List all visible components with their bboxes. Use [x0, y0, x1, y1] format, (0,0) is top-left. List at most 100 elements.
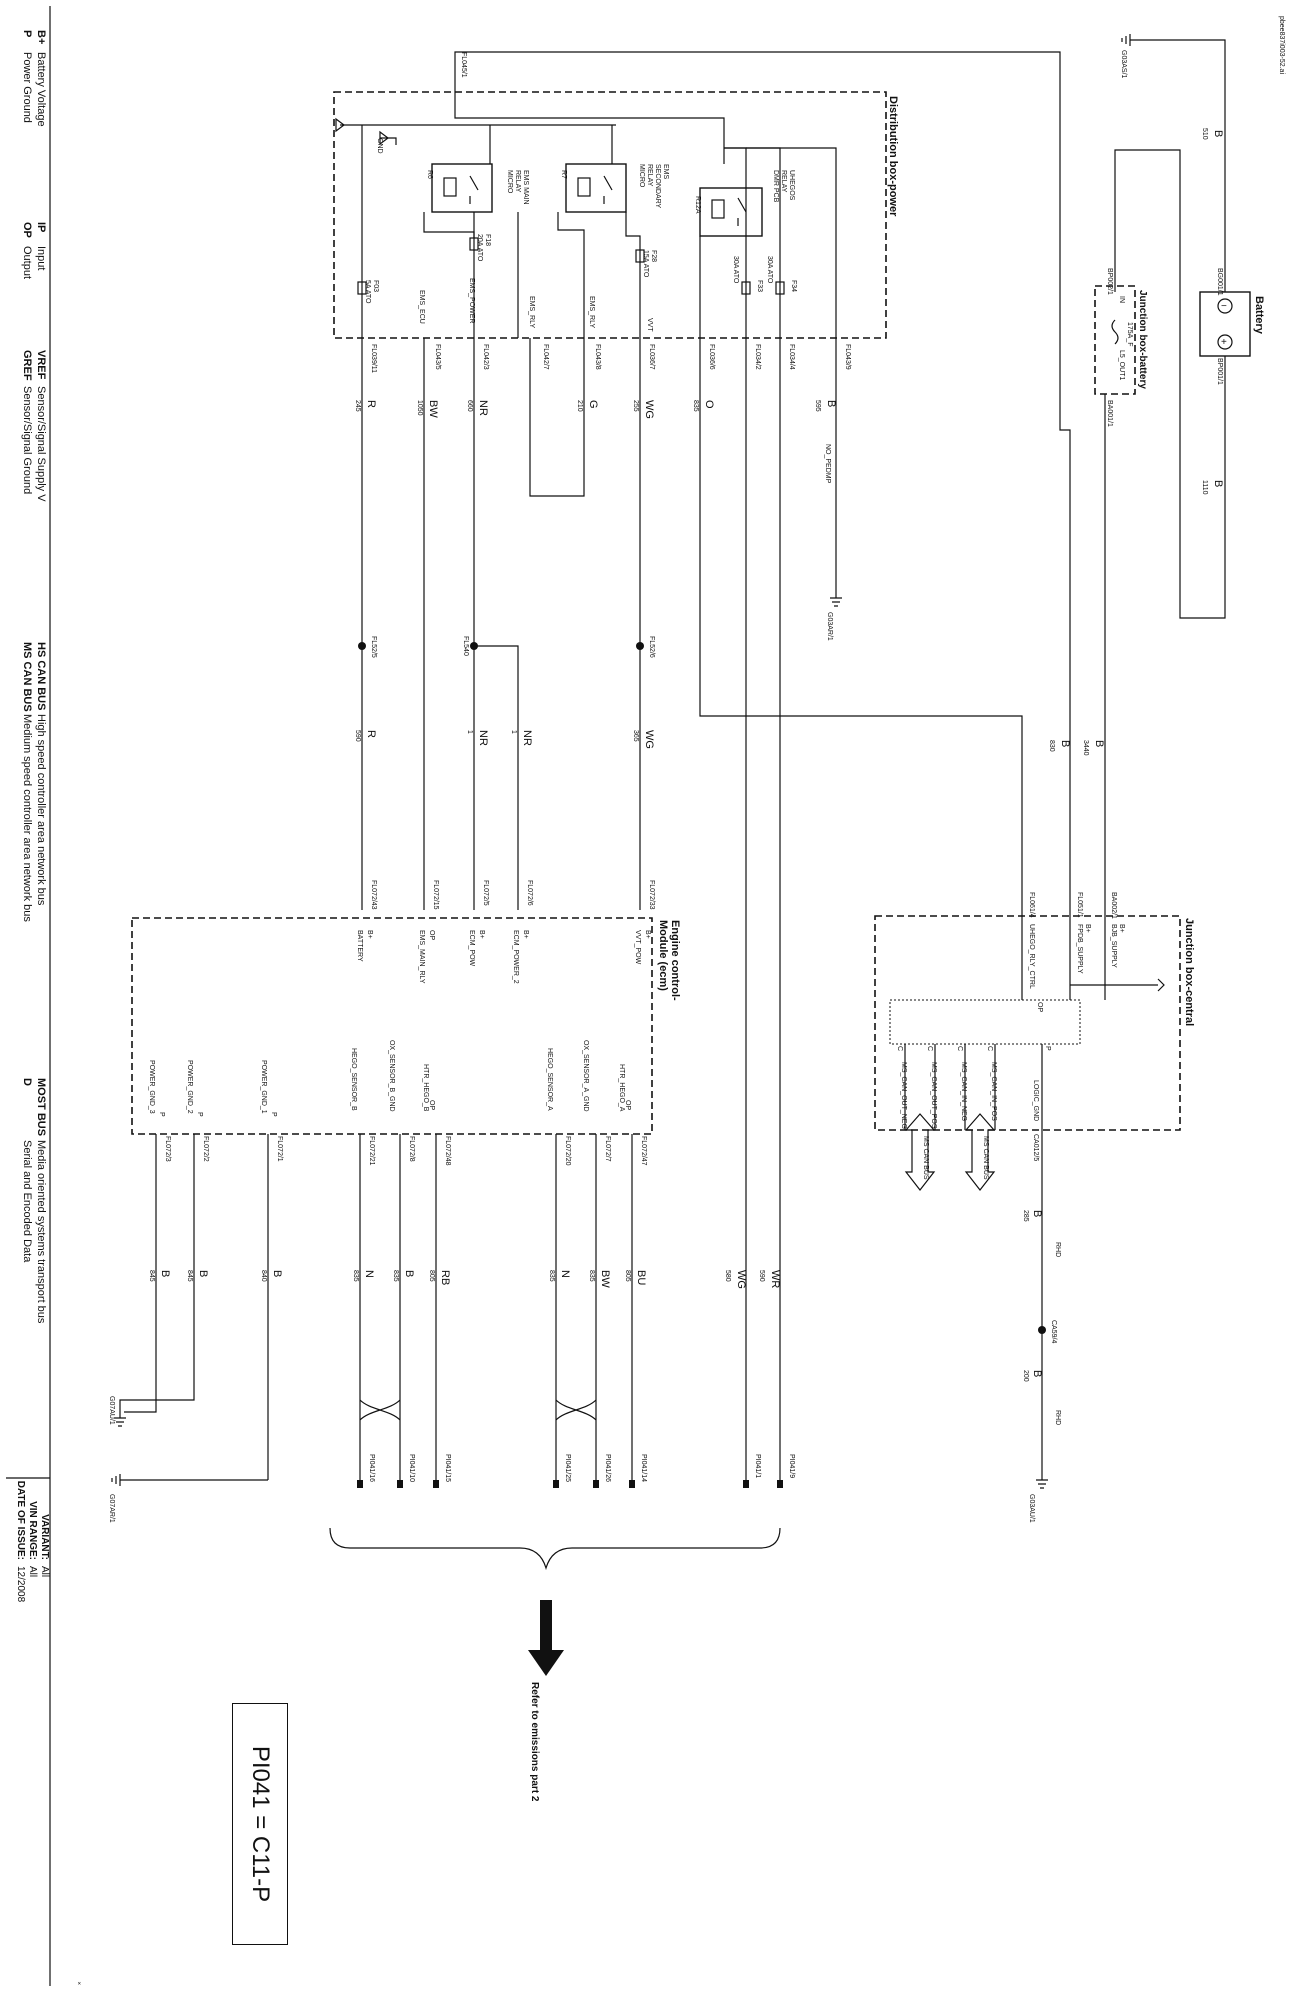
splice-ca594	[1038, 1326, 1046, 1334]
svg-text:B: B	[1212, 130, 1224, 137]
relay-r12a	[699, 187, 763, 237]
svg-text:830: 830	[1048, 740, 1055, 752]
svg-text:Medium speed controller area n: Medium speed controller area network bus	[21, 714, 33, 922]
svg-text:B+: B+	[644, 930, 651, 939]
svg-text:P: P	[196, 1112, 203, 1117]
svg-text:WG: WG	[643, 400, 655, 419]
svg-text:HTR_HEGO_A: HTR_HEGO_A	[618, 1064, 625, 1112]
svg-text:HEGO_SENSOR_B: HEGO_SENSOR_B	[350, 1048, 357, 1111]
svg-text:210: 210	[576, 400, 583, 412]
svg-text:805: 805	[428, 1270, 435, 1282]
svg-text:LOGIC_GND: LOGIC_GND	[1032, 1080, 1039, 1121]
svg-text:N: N	[559, 1270, 571, 1278]
svg-text:835: 835	[548, 1270, 555, 1282]
ground-g03ar1-symbol	[830, 597, 842, 607]
ground-g03as1-symbol	[1121, 34, 1131, 46]
engine-control-module	[131, 917, 653, 1135]
distribution-box-power-label: Distribution box-power	[887, 96, 899, 217]
svg-text:Input: Input	[35, 246, 47, 270]
svg-text:FL540: FL540	[462, 636, 469, 656]
connector-pins	[357, 1480, 635, 1488]
svg-text:POWER_GND_3: POWER_GND_3	[148, 1060, 155, 1114]
svg-text:FL072/8: FL072/8	[408, 1136, 415, 1162]
svg-text:POWER_GND_1: POWER_GND_1	[260, 1060, 267, 1114]
svg-text:EMS: EMS	[662, 164, 669, 180]
svg-text:FPDB_SUPPLY: FPDB_SUPPLY	[1076, 924, 1083, 974]
svg-text:FL072/1: FL072/1	[276, 1136, 283, 1162]
splice-fl540	[470, 642, 478, 650]
svg-text:BW: BW	[427, 400, 439, 418]
ecm-label-line1: Engine control-	[669, 920, 681, 1001]
relay-r7	[565, 163, 627, 213]
svg-text:MS CAN BUS: MS CAN BUS	[922, 1136, 929, 1180]
battery-label: Battery	[1253, 296, 1265, 335]
svg-text:30A ATO: 30A ATO	[766, 256, 773, 284]
svg-text:PI041/16: PI041/16	[368, 1454, 375, 1482]
svg-text:Sensor/Signal Supply V: Sensor/Signal Supply V	[35, 386, 47, 502]
svg-text:20A ATO: 20A ATO	[476, 234, 483, 262]
svg-text:F03: F03	[372, 280, 379, 292]
svg-text:FL036/7: FL036/7	[648, 344, 655, 370]
svg-text:EMS_ECU: EMS_ECU	[418, 290, 425, 324]
svg-text:1050: 1050	[416, 400, 423, 416]
svg-text:MS CAN BUS: MS CAN BUS	[982, 1136, 989, 1180]
svg-text:SECONDARY: SECONDARY	[654, 164, 661, 209]
svg-text:FL039/11: FL039/11	[370, 344, 377, 373]
svg-text:FL52/6: FL52/6	[648, 636, 655, 658]
svg-text:255: 255	[632, 400, 639, 412]
svg-text:O: O	[703, 400, 715, 409]
relay-r6	[431, 163, 493, 213]
svg-text:FL034/2: FL034/2	[754, 344, 761, 370]
splice-fl525	[358, 642, 366, 650]
svg-text:OX_SENSOR_A_GND: OX_SENSOR_A_GND	[582, 1040, 589, 1112]
svg-text:B+: B+	[478, 930, 485, 939]
svg-text:CA012/5: CA012/5	[1032, 1134, 1039, 1161]
svg-text:RELAY: RELAY	[780, 170, 787, 193]
legend-ip: IP Input	[35, 222, 47, 270]
svg-text:FL072/47: FL072/47	[640, 1136, 647, 1166]
svg-text:Battery Voltage: Battery Voltage	[35, 52, 47, 127]
svg-text:RHD: RHD	[1054, 1242, 1061, 1257]
svg-text:835: 835	[588, 1270, 595, 1282]
svg-text:PI041/15: PI041/15	[444, 1454, 451, 1482]
svg-text:High speed controller area net: High speed controller area network bus	[35, 714, 47, 906]
battery-neg-pin: BG001/1	[1216, 268, 1223, 296]
legend-p: P Power Ground	[21, 30, 33, 123]
svg-text:OP: OP	[428, 1100, 435, 1110]
svg-text:580: 580	[724, 1270, 731, 1282]
svg-text:NR: NR	[521, 730, 533, 746]
svg-text:R: R	[365, 730, 377, 738]
svg-text:G03AR/1: G03AR/1	[826, 612, 833, 641]
svg-text:PI041/26: PI041/26	[604, 1454, 611, 1482]
svg-text:1: 1	[510, 730, 517, 734]
battery-symbol	[1199, 291, 1251, 357]
svg-text:B+: B+	[366, 930, 373, 939]
battery-positive-terminal	[1217, 334, 1233, 350]
svg-text:FL072/21: FL072/21	[368, 1136, 375, 1166]
svg-text:NR: NR	[477, 730, 489, 746]
svg-text:845: 845	[186, 1270, 193, 1282]
svg-text:1110: 1110	[1201, 480, 1208, 495]
svg-text:3440: 3440	[1082, 740, 1089, 756]
svg-text:UHEGO_RLY_CTRL: UHEGO_RLY_CTRL	[1028, 924, 1035, 989]
svg-text:B+: B+	[35, 30, 47, 44]
svg-text:B: B	[159, 1270, 171, 1277]
dist-internal-bus	[454, 82, 725, 164]
svg-text:WG: WG	[643, 730, 655, 749]
svg-text:BU: BU	[635, 1270, 647, 1285]
svg-text:VIN RANGE:: VIN RANGE:	[27, 1501, 38, 1560]
svg-text:B+: B+	[1118, 924, 1125, 933]
svg-text:BJB_SUPPLY: BJB_SUPPLY	[1110, 924, 1117, 968]
svg-text:B: B	[271, 1270, 283, 1277]
svg-text:N: N	[363, 1270, 375, 1278]
wire-g-210-loop	[529, 338, 585, 497]
svg-text:EMS_POWER: EMS_POWER	[468, 278, 475, 324]
legend-vref: VREF Sensor/Signal Supply V	[35, 350, 47, 502]
svg-text:UHEGOS: UHEGOS	[788, 170, 795, 201]
svg-text:835: 835	[692, 400, 699, 412]
svg-text:12/2008: 12/2008	[15, 1566, 26, 1603]
svg-text:ECM_POW: ECM_POW	[468, 930, 475, 967]
svg-text:OX_SENSOR_B_GND: OX_SENSOR_B_GND	[388, 1040, 395, 1112]
svg-text:DATE OF ISSUE:: DATE OF ISSUE:	[15, 1481, 26, 1560]
